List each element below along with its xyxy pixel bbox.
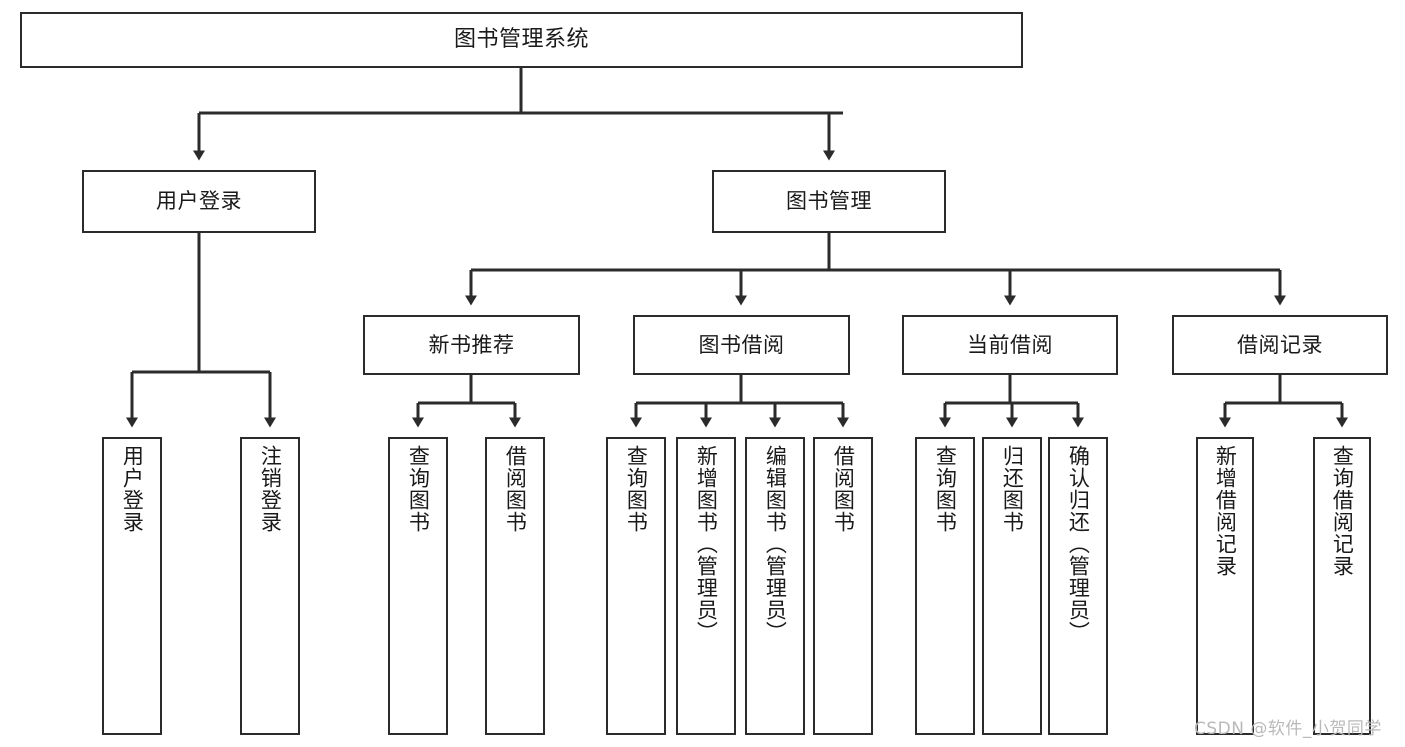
node-book-manage[interactable]: 图书管理 xyxy=(712,170,946,233)
node-leaf-current-confirm-return-label: 确认归还（管理员） xyxy=(1066,445,1091,643)
node-leaf-current-return-book[interactable]: 归还图书 xyxy=(982,437,1042,735)
node-leaf-borrow-lend-book-label: 借阅图书 xyxy=(831,445,856,533)
node-book-borrow[interactable]: 图书借阅 xyxy=(633,315,850,375)
node-leaf-user-logout-label: 注销登录 xyxy=(258,445,283,533)
node-leaf-current-query-book-label: 查询图书 xyxy=(933,445,958,533)
node-book-manage-label: 图书管理 xyxy=(786,189,872,214)
node-leaf-user-logout[interactable]: 注销登录 xyxy=(240,437,300,735)
node-leaf-record-query-label: 查询借阅记录 xyxy=(1330,445,1355,577)
node-leaf-record-add[interactable]: 新增借阅记录 xyxy=(1196,437,1254,735)
node-leaf-borrow-add-book[interactable]: 新增图书（管理员） xyxy=(676,437,736,735)
node-user-login-label: 用户登录 xyxy=(156,189,242,214)
node-leaf-recommend-borrow-book-label: 借阅图书 xyxy=(503,445,528,533)
node-leaf-recommend-query-book-label: 查询图书 xyxy=(406,445,431,533)
node-new-book-recommend[interactable]: 新书推荐 xyxy=(363,315,580,375)
node-leaf-borrow-edit-book[interactable]: 编辑图书（管理员） xyxy=(745,437,805,735)
node-leaf-borrow-lend-book[interactable]: 借阅图书 xyxy=(813,437,873,735)
node-leaf-borrow-query-book-label: 查询图书 xyxy=(624,445,649,533)
node-current-borrow-label: 当前借阅 xyxy=(967,332,1053,357)
node-leaf-record-query[interactable]: 查询借阅记录 xyxy=(1313,437,1371,735)
node-borrow-record-label: 借阅记录 xyxy=(1237,332,1323,357)
node-leaf-current-return-book-label: 归还图书 xyxy=(1000,445,1025,533)
node-root-system-label: 图书管理系统 xyxy=(453,26,589,52)
node-leaf-recommend-borrow-book[interactable]: 借阅图书 xyxy=(485,437,545,735)
node-leaf-current-query-book[interactable]: 查询图书 xyxy=(915,437,975,735)
node-book-borrow-label: 图书借阅 xyxy=(698,332,785,357)
node-borrow-record[interactable]: 借阅记录 xyxy=(1172,315,1388,375)
node-leaf-current-confirm-return[interactable]: 确认归还（管理员） xyxy=(1048,437,1108,735)
node-root-system[interactable]: 图书管理系统 xyxy=(20,12,1023,68)
node-leaf-borrow-query-book[interactable]: 查询图书 xyxy=(606,437,666,735)
node-current-borrow[interactable]: 当前借阅 xyxy=(902,315,1118,375)
node-new-book-recommend-label: 新书推荐 xyxy=(428,332,515,357)
node-leaf-borrow-add-book-label: 新增图书（管理员） xyxy=(694,445,719,643)
node-leaf-user-login[interactable]: 用户登录 xyxy=(102,437,162,735)
node-user-login[interactable]: 用户登录 xyxy=(82,170,316,233)
node-leaf-record-add-label: 新增借阅记录 xyxy=(1213,445,1238,577)
node-leaf-user-login-label: 用户登录 xyxy=(120,445,145,533)
node-leaf-recommend-query-book[interactable]: 查询图书 xyxy=(388,437,448,735)
csdn-watermark: CSDN @软件_小贺同学 xyxy=(1194,719,1382,739)
node-leaf-borrow-edit-book-label: 编辑图书（管理员） xyxy=(763,445,788,643)
